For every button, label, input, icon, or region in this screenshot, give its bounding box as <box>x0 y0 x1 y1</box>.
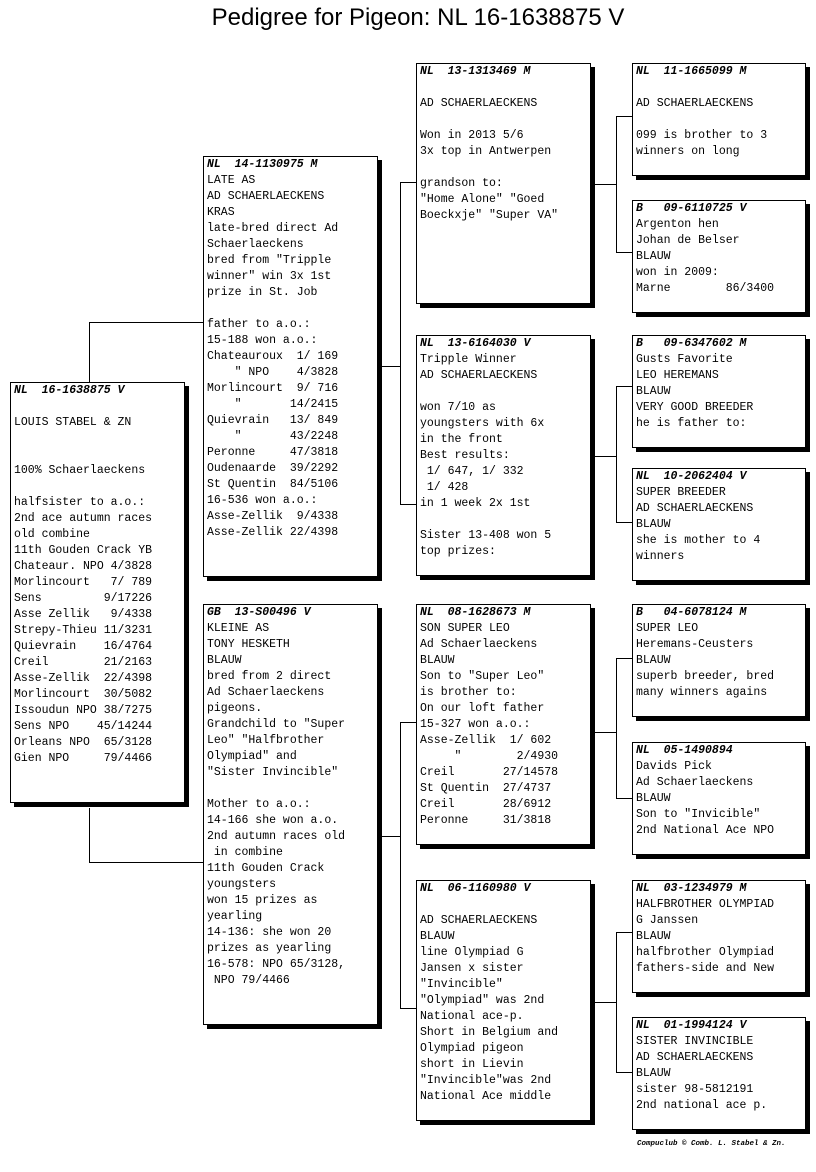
ring-number: NL 11-1665099 M <box>636 65 747 78</box>
connector-line <box>616 932 617 1072</box>
pedigree-box-sire: NL 14-1130975 M LATE AS AD SCHAERLAECKEN… <box>203 156 378 577</box>
pigeon-details: SUPER LEO Heremans-Ceusters BLAUW superb… <box>636 622 775 699</box>
pedigree-box-dam: GB 13-S00496 V KLEINE AS TONY HESKETH BL… <box>203 604 378 1025</box>
connector-line <box>616 658 632 659</box>
pedigree-box-sdd: NL 10-2062404 V SUPER BREEDER AD SCHAERL… <box>632 468 806 581</box>
ring-number: NL 08-1628673 M <box>420 606 531 619</box>
pigeon-details: Davids Pick Ad Schaerlaeckens BLAUW Son … <box>636 760 775 837</box>
pigeon-details: Gusts Favorite LEO HEREMANS BLAUW VERY G… <box>636 353 754 430</box>
connector-line <box>616 522 632 523</box>
connector-line <box>380 366 400 367</box>
connector-line <box>89 322 204 323</box>
connector-line <box>89 862 204 863</box>
ring-number: B 09-6347602 M <box>636 337 747 350</box>
pedigree-box-subject: NL 16-1638875 V LOUIS STABEL & ZN 100% S… <box>10 382 185 803</box>
connector-line <box>594 732 616 733</box>
connector-line <box>89 322 90 385</box>
pedigree-box-sire-sire: NL 13-1313469 M AD SCHAERLAECKENS Won in… <box>416 63 591 304</box>
pedigree-box-dsd: NL 05-1490894 Davids Pick Ad Schaerlaeck… <box>632 742 806 855</box>
connector-line <box>616 116 632 117</box>
ring-number: NL 03-1234979 M <box>636 882 747 895</box>
pigeon-details: AD SCHAERLAECKENS Won in 2013 5/6 3x top… <box>420 97 559 222</box>
connector-line <box>400 722 401 1008</box>
pigeon-details: Argenton hen Johan de Belser BLAUW won i… <box>636 218 775 295</box>
ring-number: NL 01-1994124 V <box>636 1019 747 1032</box>
pigeon-details: Tripple Winner AD SCHAERLAECKENS won 7/1… <box>420 353 552 558</box>
pigeon-details: AD SCHAERLAECKENS BLAUW line Olympiad G … <box>420 914 559 1103</box>
ring-number: NL 16-1638875 V <box>14 384 125 397</box>
ring-number: NL 13-1313469 M <box>420 65 531 78</box>
pigeon-details: SUPER BREEDER AD SCHAERLAECKENS BLAUW sh… <box>636 486 761 563</box>
connector-line <box>616 932 632 933</box>
pedigree-box-sire-dam: NL 13-6164030 V Tripple Winner AD SCHAER… <box>416 335 591 576</box>
ring-number: B 04-6078124 M <box>636 606 747 619</box>
connector-line <box>594 184 616 185</box>
pigeon-details: SISTER INVINCIBLE AD SCHAERLAECKENS BLAU… <box>636 1035 768 1112</box>
connector-line <box>89 808 90 862</box>
pigeon-details: HALFBROTHER OLYMPIAD G Janssen BLAUW hal… <box>636 898 775 975</box>
connector-line <box>616 658 617 798</box>
connector-line <box>400 504 416 505</box>
connector-line <box>616 386 632 387</box>
pedigree-box-sds: B 09-6347602 M Gusts Favorite LEO HEREMA… <box>632 335 806 448</box>
pedigree-box-dss: B 04-6078124 M SUPER LEO Heremans-Ceuste… <box>632 604 806 717</box>
ring-number: NL 14-1130975 M <box>207 158 318 171</box>
connector-line <box>400 182 416 183</box>
connector-line <box>400 722 416 723</box>
connector-line <box>594 1002 616 1003</box>
pedigree-box-sss: NL 11-1665099 M AD SCHAERLAECKENS 099 is… <box>632 63 806 176</box>
connector-line <box>400 1008 416 1009</box>
ring-number: NL 13-6164030 V <box>420 337 531 350</box>
ring-number: B 09-6110725 V <box>636 202 747 215</box>
connector-line <box>380 836 400 837</box>
connector-line <box>616 252 632 253</box>
footer-credit: Compuclub © Comb. L. Stabel & Zn. <box>637 1140 786 1148</box>
connector-line <box>616 116 617 252</box>
ring-number: NL 06-1160980 V <box>420 882 531 895</box>
pigeon-details: KLEINE AS TONY HESKETH BLAUW bred from 2… <box>207 622 346 987</box>
pedigree-box-dam-dam: NL 06-1160980 V AD SCHAERLAECKENS BLAUW … <box>416 880 591 1121</box>
pedigree-box-dds: NL 03-1234979 M HALFBROTHER OLYMPIAD G J… <box>632 880 806 993</box>
pigeon-details: AD SCHAERLAECKENS 099 is brother to 3 wi… <box>636 97 768 158</box>
pedigree-box-dam-sire: NL 08-1628673 M SON SUPER LEO Ad Schaerl… <box>416 604 591 845</box>
ring-number: NL 10-2062404 V <box>636 470 747 483</box>
connector-line <box>594 456 616 457</box>
pedigree-box-ssd: B 09-6110725 V Argenton hen Johan de Bel… <box>632 200 806 313</box>
connector-line <box>616 386 617 522</box>
page-title: Pedigree for Pigeon: NL 16-1638875 V <box>211 4 625 31</box>
pedigree-box-ddd: NL 01-1994124 V SISTER INVINCIBLE AD SCH… <box>632 1017 806 1130</box>
connector-line <box>616 798 632 799</box>
pigeon-details: LOUIS STABEL & ZN 100% Schaerlaeckens ha… <box>14 416 153 765</box>
connector-line <box>616 1072 632 1073</box>
connector-line <box>400 182 401 504</box>
ring-number: NL 05-1490894 <box>636 744 733 757</box>
pigeon-details: SON SUPER LEO Ad Schaerlaeckens BLAUW So… <box>420 622 559 827</box>
ring-number: GB 13-S00496 V <box>207 606 311 619</box>
pigeon-details: LATE AS AD SCHAERLAECKENS KRAS late-bred… <box>207 174 339 539</box>
